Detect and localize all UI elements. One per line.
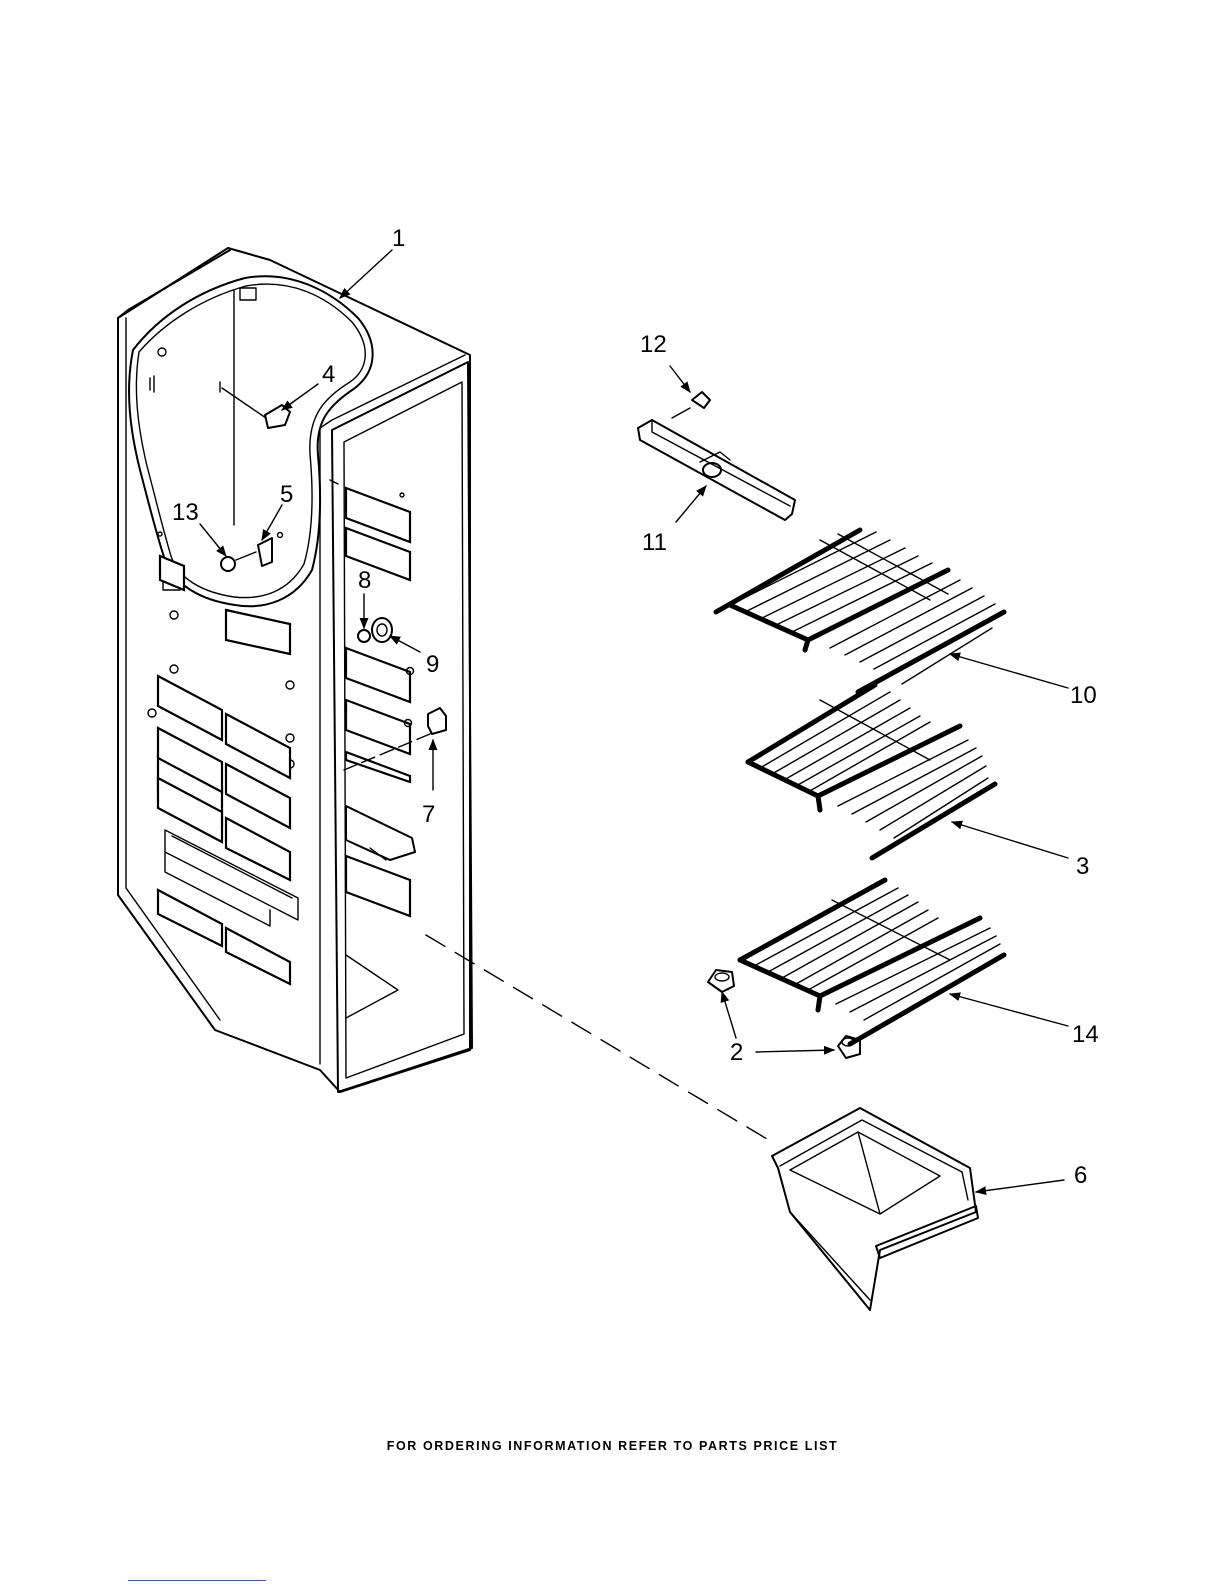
leader-lines (200, 250, 1068, 1192)
part-5-bracket (258, 533, 283, 567)
callout-3: 3 (1076, 853, 1089, 880)
callout-4: 4 (322, 361, 335, 388)
callout-13: 13 (172, 499, 199, 526)
callout-1: 1 (392, 225, 405, 252)
part-3-shelf (748, 685, 995, 858)
part-13-screw (221, 552, 256, 571)
callout-12: 12 (640, 331, 667, 358)
part-11-bracket (638, 420, 795, 520)
part-10-shelf (716, 530, 1004, 692)
callout-8: 8 (358, 567, 371, 594)
callout-14: 14 (1072, 1021, 1099, 1048)
callout-7: 7 (422, 801, 435, 828)
part-14-shelf (740, 880, 1004, 1044)
callout-9: 9 (426, 651, 439, 678)
freezer-liner (118, 248, 472, 1092)
callout-2: 2 (730, 1039, 743, 1066)
part-4-clip (222, 388, 290, 428)
callout-11: 11 (642, 529, 667, 556)
callout-5: 5 (280, 481, 293, 508)
part-6-bin (772, 1108, 978, 1310)
bin-insertion-line (426, 935, 772, 1142)
callout-10: 10 (1070, 682, 1097, 709)
part-9-grommet (372, 618, 392, 642)
ordering-information-note: FOR ORDERING INFORMATION REFER TO PARTS … (0, 1439, 1225, 1453)
part-8-screw (358, 630, 370, 642)
part-12-screw (672, 392, 710, 418)
callout-6: 6 (1074, 1162, 1087, 1189)
page-edge-line (128, 1580, 266, 1581)
